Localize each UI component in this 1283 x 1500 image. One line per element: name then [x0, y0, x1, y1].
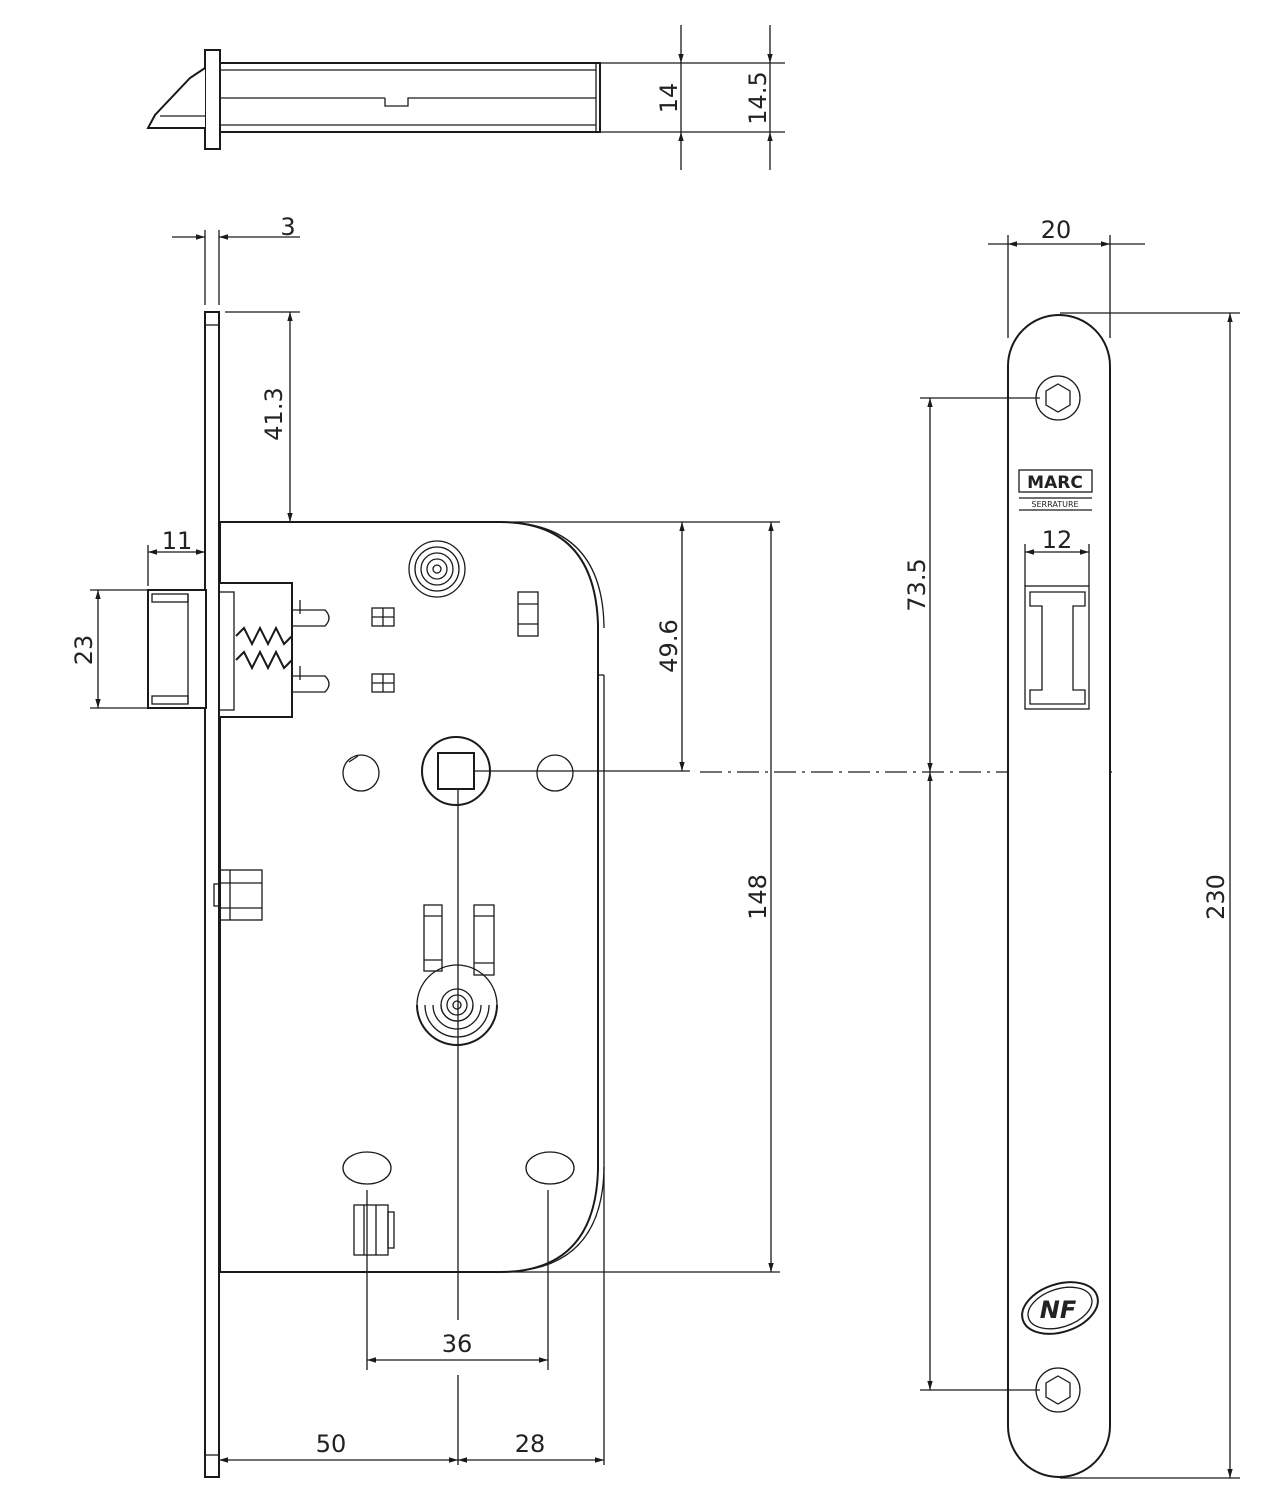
- dim-handle-to-key: 36: [442, 1330, 473, 1358]
- dim-latch-width: 23: [70, 635, 98, 666]
- dim-case-height: 148: [744, 874, 772, 920]
- dim-latch-total-height: 14.5: [744, 71, 772, 124]
- dim-strike-width: 20: [1041, 216, 1072, 244]
- spring-icon: [235, 625, 293, 671]
- dim-latch-height: 14: [655, 83, 683, 114]
- strike-plate: MARC SERRATURE 12 NF 20 230: [903, 216, 1240, 1479]
- svg-text:SERRATURE: SERRATURE: [1031, 500, 1078, 509]
- nf-certification-icon: NF: [1021, 1281, 1099, 1335]
- latch-top-view: 14 14.5: [146, 25, 785, 170]
- dim-handle-axis: 49.6: [655, 619, 683, 672]
- dim-case-depth: 28: [515, 1430, 546, 1458]
- dim-strike-height: 230: [1202, 874, 1230, 920]
- front-view-dimensions: 3 41.3 11 23 49.6 148 36 50 28: [70, 213, 1112, 1463]
- dim-strike-hole-axis: 73.5: [903, 558, 931, 611]
- dim-latch-projection: 11: [162, 527, 193, 555]
- screw-icon: [408, 540, 466, 598]
- latch-bolt: [147, 582, 330, 718]
- dim-backset: 50: [316, 1430, 347, 1458]
- faceplate: [204, 311, 220, 1478]
- marc-logo-icon: MARC SERRATURE: [1018, 469, 1093, 511]
- svg-text:NF: NF: [1040, 1296, 1077, 1324]
- dim-faceplate-thickness: 3: [280, 213, 295, 241]
- key-mechanism: [416, 964, 498, 1046]
- svg-text:MARC: MARC: [1027, 473, 1083, 493]
- lock-front-view: [147, 311, 605, 1478]
- dim-strike-opening: 12: [1042, 526, 1073, 554]
- dim-top-offset: 41.3: [260, 387, 288, 440]
